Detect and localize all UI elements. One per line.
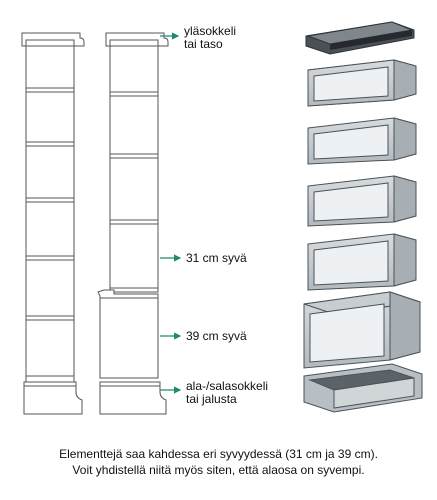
label-top-line2: tai taso <box>184 37 223 51</box>
unit-39cm <box>303 291 421 369</box>
stack2-deep-unit <box>97 289 159 379</box>
stack-mixed-depth <box>97 32 169 415</box>
label-bottom-line1: ala-/salasokkeli <box>186 379 269 393</box>
unit-31cm-1 <box>307 59 417 107</box>
stack-uniform-depth <box>21 32 85 415</box>
label-bottom-plinth: ala-/salasokkeli tai jalusta <box>186 380 268 406</box>
stack2-base <box>99 381 167 415</box>
label-top-line1: yläsokkeli <box>184 24 237 38</box>
stack1-shelves <box>25 45 75 377</box>
unit-31cm-2 <box>307 117 417 165</box>
caption: Elementtejä saa kahdessa eri syvyydessä … <box>0 446 437 478</box>
label-depth-39: 39 cm syvä <box>186 329 247 343</box>
component-top-cornice <box>305 21 415 55</box>
unit-31cm-3 <box>307 175 417 227</box>
component-base-plinth <box>303 363 423 413</box>
exploded-components <box>303 21 423 413</box>
label-bottom-line2: tai jalusta <box>186 392 237 406</box>
caption-line-1: Elementtejä saa kahdessa eri syvyydessä … <box>59 447 378 461</box>
unit-31cm-4 <box>307 233 417 291</box>
leader-arrows <box>160 32 182 394</box>
caption-line-2: Voit yhdistellä niitä myös siten, että a… <box>72 463 365 477</box>
stack2-upper-shelves <box>109 45 159 289</box>
label-depth-31: 31 cm syvä <box>186 251 247 265</box>
stack1-base <box>23 381 83 415</box>
component-units-31cm <box>307 59 417 291</box>
label-top-cornice: yläsokkeli tai taso <box>184 25 236 51</box>
